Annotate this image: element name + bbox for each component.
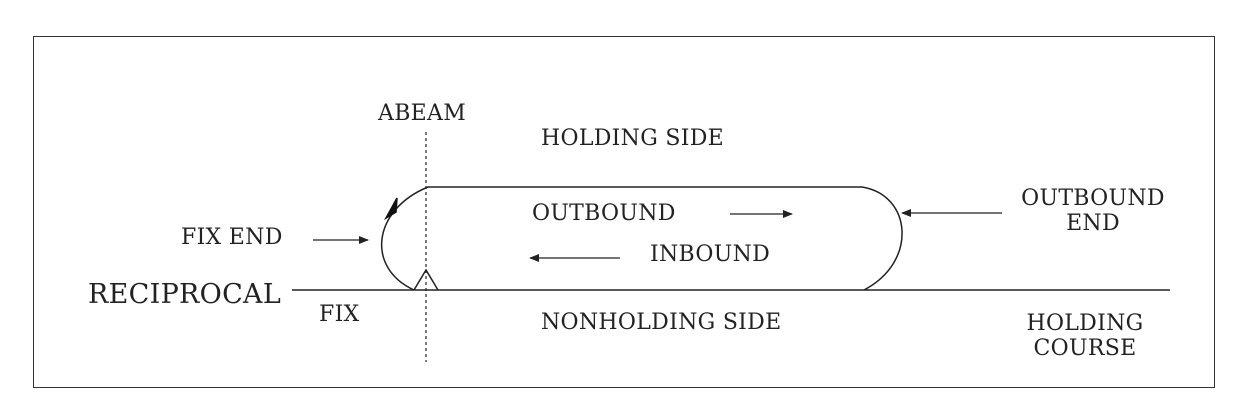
holding-course-label: HOLDING COURSE <box>1010 311 1160 362</box>
reciprocal-label: RECIPROCAL <box>88 279 282 310</box>
outbound-label: OUTBOUND <box>532 201 676 226</box>
turn-direction-arrowhead <box>384 197 398 221</box>
fix-end-label: FIX END <box>181 225 283 250</box>
inbound-label: INBOUND <box>650 242 771 267</box>
nonholding-side-label: NONHOLDING SIDE <box>541 310 782 335</box>
holding-side-label: HOLDING SIDE <box>541 126 725 151</box>
holding-course-label-line2: COURSE <box>1033 336 1137 362</box>
abeam-label: ABEAM <box>378 101 467 126</box>
holding-course-label-line1: HOLDING <box>1026 311 1144 336</box>
diagram-frame <box>33 36 1215 388</box>
fix-triangle <box>413 268 439 291</box>
racetrack-pattern <box>380 186 903 291</box>
outbound-end-label-line1: OUTBOUND <box>1021 186 1165 211</box>
outbound-end-label: OUTBOUND END <box>1016 186 1170 237</box>
fix-label: FIX <box>319 302 360 327</box>
outbound-end-label-line2: END <box>1066 211 1120 237</box>
